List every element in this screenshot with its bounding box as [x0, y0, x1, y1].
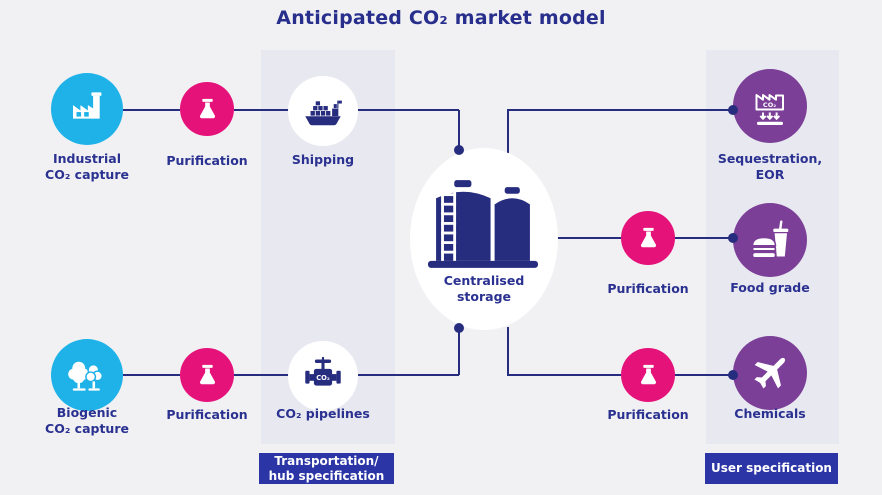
connector-dot [728, 105, 738, 115]
flask-icon [199, 364, 215, 384]
connector-dot [728, 233, 738, 243]
centralised-storage-label: Centralised storage [443, 273, 525, 304]
biogenic-co2-capture-node [51, 339, 123, 411]
chemicals-label: Chemicals [734, 406, 806, 421]
purification-label: Purification [166, 153, 248, 168]
connector-line [507, 110, 509, 153]
shipping-node [288, 76, 358, 146]
purification-node-mid-right [621, 211, 675, 265]
food-grade-label: Food grade [730, 280, 810, 295]
factory-icon [73, 92, 102, 119]
user-specification-banner: User specification [705, 453, 838, 484]
food-grade-node [733, 203, 807, 277]
trees-icon [68, 361, 104, 391]
flask-icon [640, 227, 656, 247]
connector-dot [454, 145, 464, 155]
connector-line [507, 327, 509, 375]
food-icon [751, 220, 789, 259]
industrial-co2-capture-label: Industrial CO₂ capture [45, 151, 129, 182]
sequestration-eor-label: Sequestration, EOR [717, 151, 823, 182]
connector-line [458, 110, 460, 150]
co2-injection-label: CO₂ [763, 101, 776, 109]
co2-pipelines-node: CO₂ [288, 341, 358, 411]
purification-node-bottom-left [180, 348, 234, 402]
connector-line [458, 328, 460, 375]
co2-pipelines-label: CO₂ pipelines [276, 406, 370, 421]
connector-line [123, 374, 180, 376]
connector-dot [454, 323, 464, 333]
purification-label: Purification [166, 407, 248, 422]
page-title: Anticipated CO₂ market model [276, 7, 606, 29]
airplane-icon [754, 357, 786, 389]
ship-icon [305, 100, 342, 126]
storage-tanks-icon [428, 180, 538, 268]
pipeline-valve-icon: CO₂ [305, 357, 341, 386]
flask-icon [199, 98, 215, 118]
connector-line [358, 374, 459, 376]
purification-label: Purification [607, 281, 689, 296]
connector-line [507, 109, 732, 111]
connector-dot [728, 370, 738, 380]
co2-valve-label: CO₂ [316, 374, 330, 382]
purification-node-bottom-right [621, 348, 675, 402]
connector-line [123, 109, 180, 111]
purification-label: Purification [607, 407, 689, 422]
biogenic-co2-capture-label: Biogenic CO₂ capture [45, 405, 129, 436]
connector-line [234, 109, 297, 111]
industrial-co2-capture-node [51, 73, 123, 145]
connector-line [507, 374, 732, 376]
co2-injection-icon: CO₂ [755, 94, 784, 125]
transportation-hub-banner: Transportation/ hub specification [259, 453, 394, 484]
connector-line [234, 374, 297, 376]
shipping-label: Shipping [291, 152, 355, 167]
sequestration-eor-node: CO₂ [733, 69, 807, 143]
purification-node-top-left [180, 82, 234, 136]
chemicals-node [733, 336, 807, 410]
connector-line [358, 109, 459, 111]
flask-icon [640, 364, 656, 384]
